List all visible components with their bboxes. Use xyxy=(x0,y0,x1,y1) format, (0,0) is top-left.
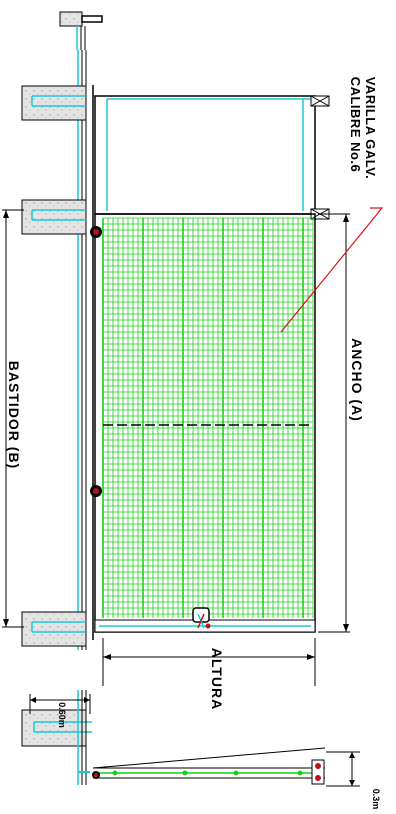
hinge-top xyxy=(90,226,102,238)
upper-frame xyxy=(94,95,330,220)
post-lines xyxy=(77,50,94,650)
width-label: ANCHO (A) xyxy=(349,338,365,422)
concrete-block-middle xyxy=(21,199,87,235)
wire-leader-line xyxy=(280,207,384,333)
grating-bars xyxy=(102,217,314,618)
top-cap xyxy=(59,11,103,50)
grating-panel xyxy=(94,213,316,633)
concrete-block-bottom xyxy=(21,611,87,647)
ancho-dimension xyxy=(318,213,350,633)
wire-spec-line-1: VARILLA GALV. xyxy=(363,76,378,180)
dimension-label-bottom: 0.3m xyxy=(371,788,381,810)
concrete-block-top xyxy=(21,85,87,121)
height-label: ALTURA xyxy=(209,647,225,711)
frame-label: BASTIDOR (B) xyxy=(6,360,22,470)
latch xyxy=(192,607,211,629)
altura-dimension xyxy=(102,638,316,686)
dimension-label-top: 0.60m xyxy=(57,702,67,728)
wire-spec-label: VARILLA GALV. CALIBRE No.6 xyxy=(348,77,378,180)
bastidor-dimension xyxy=(2,209,24,628)
hinge-bottom xyxy=(90,485,102,497)
wire-spec-line-2: CALIBRE No.6 xyxy=(348,76,363,173)
section-detail xyxy=(21,690,360,787)
